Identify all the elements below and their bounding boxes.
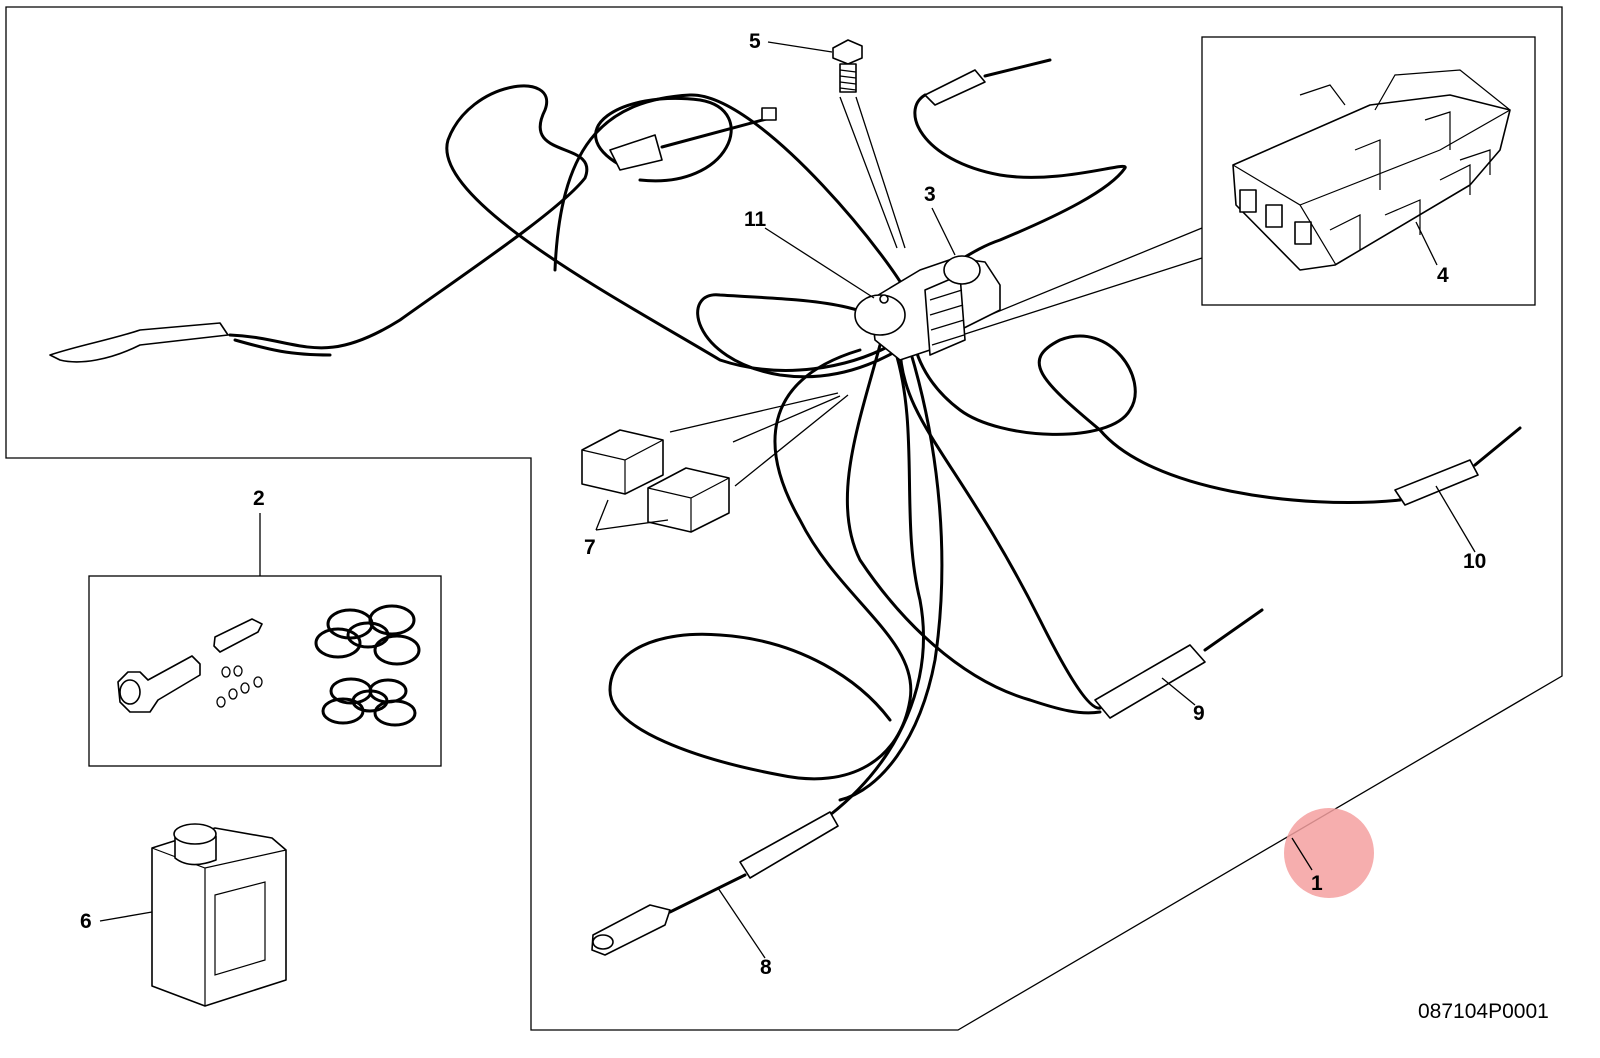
leader-8	[717, 887, 766, 959]
callout-10[interactable]: 10	[1463, 550, 1486, 573]
sensor-8-drawing[interactable]	[591, 811, 839, 956]
control-unit-drawing[interactable]	[1232, 69, 1511, 271]
callout-9[interactable]: 9	[1193, 702, 1205, 725]
sensor-left-drawing[interactable]	[49, 322, 229, 363]
reference-code: 087104P0001	[1418, 1000, 1549, 1023]
repair-kit-detail-box	[88, 575, 442, 767]
fluid-bottle-drawing[interactable]	[151, 823, 287, 1007]
callout-4[interactable]: 4	[1437, 264, 1449, 287]
highlight-marker[interactable]	[1284, 808, 1374, 898]
leader-11	[764, 227, 875, 299]
callout-7[interactable]: 7	[584, 536, 596, 559]
sensor-top-right-drawing[interactable]	[924, 58, 1052, 106]
callout-1[interactable]: 1	[1311, 872, 1323, 895]
callout-8[interactable]: 8	[760, 956, 772, 979]
relay-upper-drawing[interactable]	[581, 429, 664, 495]
callout-6[interactable]: 6	[80, 910, 92, 933]
leader-10	[1435, 485, 1476, 553]
relay-guide-lines	[669, 392, 849, 487]
central-connector-drawing[interactable]	[854, 255, 1001, 361]
sensor-top-drawing[interactable]	[609, 107, 777, 171]
leader-1	[1291, 837, 1313, 871]
callout-3[interactable]: 3	[924, 183, 936, 206]
leader-9	[1161, 677, 1196, 706]
leader-7	[595, 499, 669, 531]
bolt-guide-lines	[839, 96, 906, 249]
relay-lower-drawing[interactable]	[647, 467, 730, 533]
control-unit-detail-box	[1201, 36, 1536, 306]
callout-11[interactable]: 11	[744, 208, 767, 231]
leader-4	[1415, 221, 1438, 266]
assembly-outline	[5, 6, 1563, 1031]
sensor-9-drawing[interactable]	[1094, 608, 1264, 719]
repair-kit-drawing[interactable]	[117, 604, 421, 727]
leader-3	[931, 207, 956, 256]
leader-6	[99, 911, 153, 922]
leader-5	[767, 41, 833, 53]
sensor-10-drawing[interactable]	[1394, 426, 1522, 506]
bolt-drawing[interactable]	[832, 39, 863, 93]
wiring-harness[interactable]	[228, 84, 1402, 817]
callout-2[interactable]: 2	[253, 487, 265, 510]
callout-5[interactable]: 5	[749, 30, 761, 53]
